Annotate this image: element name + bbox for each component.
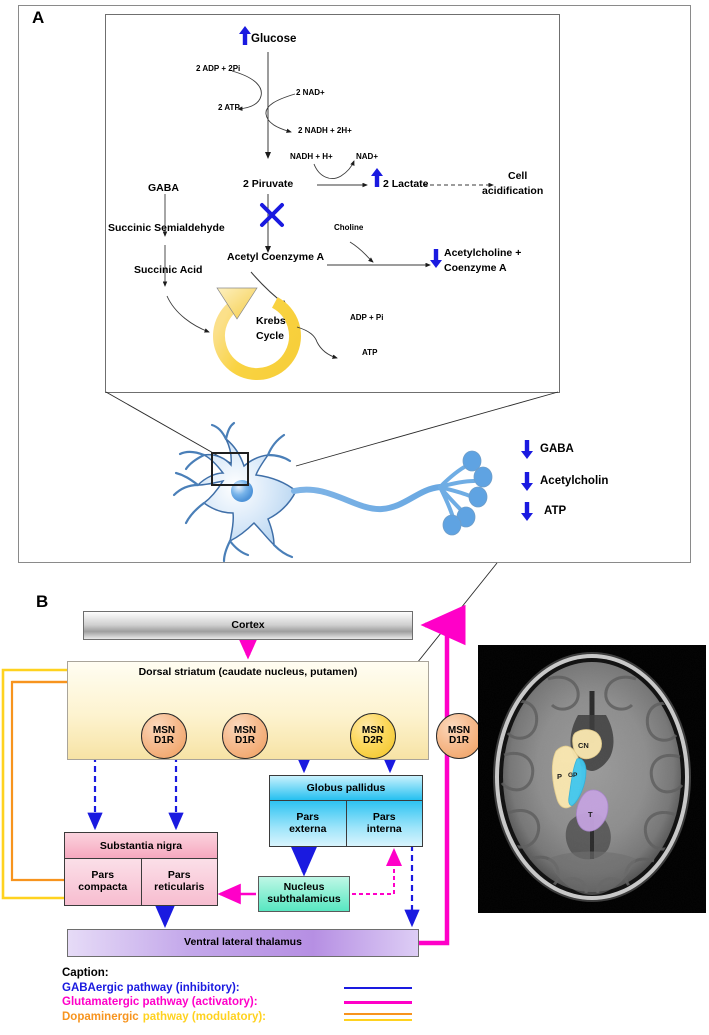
label-neuron-acetylcholin: Acetylcholin [540,475,609,487]
label-neuron-atp: ATP [544,505,567,517]
legend-dopaminergic-swatch [344,1010,412,1024]
msn-2-line1: MSN [233,724,257,736]
globus-pallidus-box[interactable]: Globus pallidus Pars externa Pars intern… [269,775,423,847]
label-glucose: Glucose [251,33,297,45]
panel-b-letter: B [36,592,49,611]
gp-interna-l2: interna [366,822,402,835]
label-2-nad-plus: 2 NAD+ [296,88,325,97]
blocked-step-x-icon [260,203,284,227]
lactate-up-arrow-icon [371,168,383,187]
label-nadh-h-top: NADH + H+ [290,152,333,161]
cortex-box[interactable]: Cortex [83,611,413,640]
nucleus-subthalamicus-box[interactable]: Nucleus subthalamicus [258,876,350,912]
label-2-atp: 2 ATP [218,103,240,112]
label-lactate: 2 Lactate [383,178,429,190]
mri-svg: CN P GP T [478,645,706,913]
label-pyruvate: 2 Piruvate [243,178,294,190]
metabolic-pathway-box [105,14,560,393]
sn-compacta-l2: compacta [78,881,128,893]
label-acetylcholine-1: Acetylcholine + [444,247,522,259]
substantia-nigra-title: Substantia nigra [65,833,217,859]
gp-pars-externa[interactable]: Pars externa [270,801,347,846]
metabolic-arrows [162,52,494,380]
glucose-up-arrow-icon [239,26,251,45]
msn-4-line1: MSN [447,724,471,736]
label-adp-2pi: 2 ADP + 2Pi [196,64,241,73]
globus-pallidus-title: Globus pallidus [270,776,422,801]
legend-dopaminergic-label-a: Dopaminergic [62,1010,139,1023]
legend-glutamatergic-label: Glutamatergic pathway (activatory): [62,996,258,1009]
legend-row-dopaminergic: Dopaminergic pathway (modulatory): [62,1010,412,1025]
label-krebs-1: Krebs [256,315,286,327]
msn-d1r-1[interactable]: MSN D1R [141,713,187,759]
dorsal-striatum-box[interactable]: Dorsal striatum (caudate nucleus, putame… [67,661,482,760]
label-gaba: GABA [148,182,179,194]
legend-gabaergic-swatch [344,981,412,995]
msn-d2r-3[interactable]: MSN D2R [350,713,396,759]
label-acetyl-coa: Acetyl Coenzyme A [227,251,325,263]
msn-3-line2: D2R [362,735,383,746]
msn-4-line2: D1R [448,735,469,746]
msn-3-line1: MSN [361,724,385,736]
stn-l1: Nucleus [283,881,325,894]
atp-down-arrow-icon [521,502,533,521]
label-2-nadh-2h: 2 NADH + 2H+ [298,126,352,135]
gp-interna-l1: Pars [372,810,396,823]
legend-gabaergic-label: GABAergic pathway (inhibitory): [62,981,240,994]
sn-pars-compacta[interactable]: Pars compacta [65,859,142,905]
label-cell-acidification-1: Cell [508,170,528,182]
sn-compacta-l1: Pars [91,869,115,882]
legend-row-gabaergic: GABAergic pathway (inhibitory): [62,981,412,996]
label-acetylcholine-2: Coenzyme A [444,262,507,274]
panel-a-letter: A [32,8,45,27]
acetylcholin-down-arrow-icon [521,472,533,491]
stn-l2: subthalamicus [267,893,341,905]
msn-d1r-2[interactable]: MSN D1R [222,713,268,759]
substantia-nigra-box[interactable]: Substantia nigra Pars compacta Pars reti… [64,832,218,906]
caption-heading: Caption: [62,967,109,980]
ventral-lateral-thalamus-box[interactable]: Ventral lateral thalamus [67,929,419,957]
sn-reticularis-l2: reticularis [154,881,205,893]
gaba-down-arrow-icon [521,440,533,459]
mri-axial-brain-image: CN P GP T [478,645,706,913]
legend-glutamatergic-swatch [344,995,412,1009]
msn-2-line2: D1R [234,735,255,746]
caption-legend: Caption: GABAergic pathway (inhibitory):… [62,966,412,1024]
label-neuron-gaba: GABA [540,443,574,455]
label-atp: ATP [362,348,378,357]
neuron-illustration [172,421,493,563]
label-succinic-acid: Succinic Acid [134,264,203,276]
gp-pars-interna[interactable]: Pars interna [346,801,422,846]
gp-externa-l1: Pars [296,810,320,823]
msn-d1r-4[interactable]: MSN D1R [436,713,482,759]
label-adp-pi: ADP + Pi [350,313,384,322]
label-choline: Choline [334,223,364,232]
legend-row-glutamatergic: Glutamatergic pathway (activatory): [62,995,412,1010]
striatum-label: Dorsal striatum (caudate nucleus, putame… [138,666,358,678]
acetylcholine-down-arrow-icon [430,249,442,268]
msn-1-line2: D1R [153,735,174,746]
sn-pars-reticularis[interactable]: Pars reticularis [141,859,217,905]
gp-externa-l2: externa [289,822,327,835]
label-nad-top: NAD+ [356,152,379,161]
legend-dopaminergic-label-b: pathway (modulatory): [142,1010,266,1023]
label-succinic-semialdehyde: Succinic Semialdehyde [108,222,225,234]
label-krebs-2: Cycle [256,330,285,342]
sn-reticularis-l1: Pars [167,869,191,882]
label-cell-acidification-2: acidification [482,185,544,197]
msn-1-line1: MSN [152,724,176,736]
